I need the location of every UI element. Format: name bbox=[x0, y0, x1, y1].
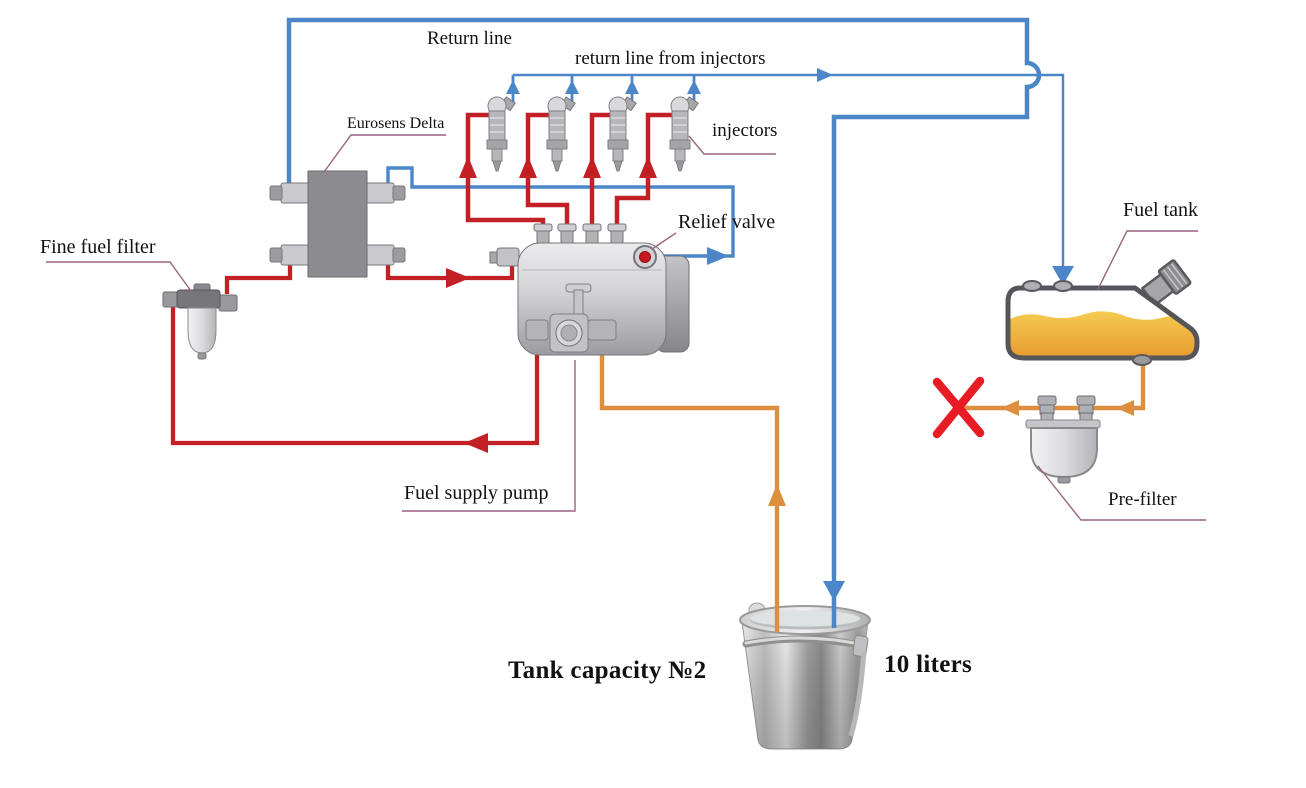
injector-return-risers bbox=[511, 75, 696, 104]
blue-arrows bbox=[506, 68, 1074, 285]
pump-top-ports bbox=[533, 223, 627, 246]
orange-arrows bbox=[768, 400, 1134, 506]
label-return-line-from-injectors: return line from injectors bbox=[575, 48, 766, 69]
arrow-into-bucket-icon bbox=[823, 581, 845, 601]
leader-relief-valve bbox=[651, 232, 677, 250]
arrow-injector4-up-icon bbox=[687, 80, 701, 94]
label-pre-filter: Pre-filter bbox=[1108, 489, 1177, 510]
tank-fuel-level bbox=[1008, 311, 1197, 358]
eurosens-delta-flowmeter bbox=[269, 170, 406, 278]
injector-4 bbox=[669, 96, 699, 172]
bucket-pipe-ends bbox=[774, 598, 837, 632]
label-eurosens-delta: Eurosens Delta bbox=[347, 115, 445, 132]
tank-outlet-port bbox=[1132, 354, 1152, 366]
tank-cap-1 bbox=[1022, 280, 1042, 292]
arrow-return-right-icon bbox=[817, 68, 833, 82]
fuel-tank bbox=[1005, 259, 1200, 366]
fine-fuel-filter bbox=[162, 283, 238, 360]
main-return-line-pipe bbox=[286, 17, 1042, 598]
label-fuel-tank: Fuel tank bbox=[1123, 199, 1198, 221]
injector2-supply-pipe bbox=[525, 112, 570, 236]
label-injectors: injectors bbox=[712, 120, 778, 141]
arrow-into-tank-icon bbox=[1052, 266, 1074, 285]
pump-suction-from-bucket-pipe bbox=[599, 348, 780, 598]
prefilter-ports bbox=[1037, 395, 1096, 422]
relief-valve-return-pipe bbox=[386, 166, 735, 258]
leader-fine-fuel-filter bbox=[46, 261, 192, 292]
bucket bbox=[739, 602, 871, 750]
fuel-supply-pump-unit bbox=[525, 283, 617, 353]
arrow-to-filter-left-icon bbox=[464, 433, 488, 453]
injector-2 bbox=[546, 96, 576, 172]
pump-to-filter-pipe bbox=[170, 305, 540, 446]
leader-fuel-supply-pump bbox=[402, 360, 576, 512]
label-leader-lines bbox=[46, 134, 1206, 521]
arrow-injector1-up-icon bbox=[506, 80, 520, 94]
arrow-to-pump-right-icon bbox=[446, 268, 470, 288]
arrow-prefilter-left1-icon bbox=[1116, 400, 1134, 416]
leader-eurosens-delta bbox=[323, 134, 446, 173]
return-line-from-injectors-pipe bbox=[513, 73, 1065, 284]
filter-to-flowmeter-pipe bbox=[224, 264, 293, 294]
injector4-supply-pipe bbox=[614, 112, 673, 236]
arrow-suction-up-icon bbox=[768, 484, 786, 506]
label-capacity-value: 10 liters bbox=[884, 651, 973, 678]
label-fine-fuel-filter: Fine fuel filter bbox=[40, 236, 156, 258]
filter-head bbox=[176, 289, 221, 309]
cross-mark-icon bbox=[932, 376, 985, 439]
tank-cap-2 bbox=[1053, 280, 1073, 292]
injector-1 bbox=[486, 96, 516, 172]
relief-valve bbox=[633, 245, 657, 269]
arrow-injector2-up-icon bbox=[565, 80, 579, 94]
arrow-relief-right-icon bbox=[707, 247, 729, 265]
flowmeter-body bbox=[307, 170, 368, 278]
tank-to-prefilter-pipe bbox=[960, 362, 1146, 411]
fuel-injection-pump bbox=[489, 223, 690, 356]
arrow-inj2-up-icon bbox=[519, 156, 537, 178]
arrow-injector3-up-icon bbox=[625, 80, 639, 94]
arrow-inj1-up-icon bbox=[459, 156, 477, 178]
label-return-line: Return line bbox=[427, 28, 512, 49]
leader-injectors bbox=[688, 135, 776, 155]
leader-pre-filter bbox=[1037, 465, 1206, 521]
injectors-group bbox=[486, 96, 699, 172]
filter-bowl bbox=[187, 307, 217, 354]
leader-fuel-tank bbox=[1097, 230, 1198, 290]
red-arrows bbox=[446, 156, 657, 453]
supply-pipes-red bbox=[170, 112, 673, 446]
label-tank-capacity: Tank capacity №2 bbox=[508, 657, 707, 684]
arrow-inj3-up-icon bbox=[583, 156, 601, 178]
label-fuel-supply-pump: Fuel supply pump bbox=[404, 482, 549, 504]
label-relief-valve: Relief valve bbox=[678, 211, 776, 233]
injector-3 bbox=[607, 96, 637, 172]
injector3-supply-pipe bbox=[589, 112, 611, 236]
arrow-inj4-up-icon bbox=[639, 156, 657, 178]
pre-filter bbox=[1025, 395, 1101, 484]
arrow-prefilter-left2-icon bbox=[1001, 400, 1019, 416]
